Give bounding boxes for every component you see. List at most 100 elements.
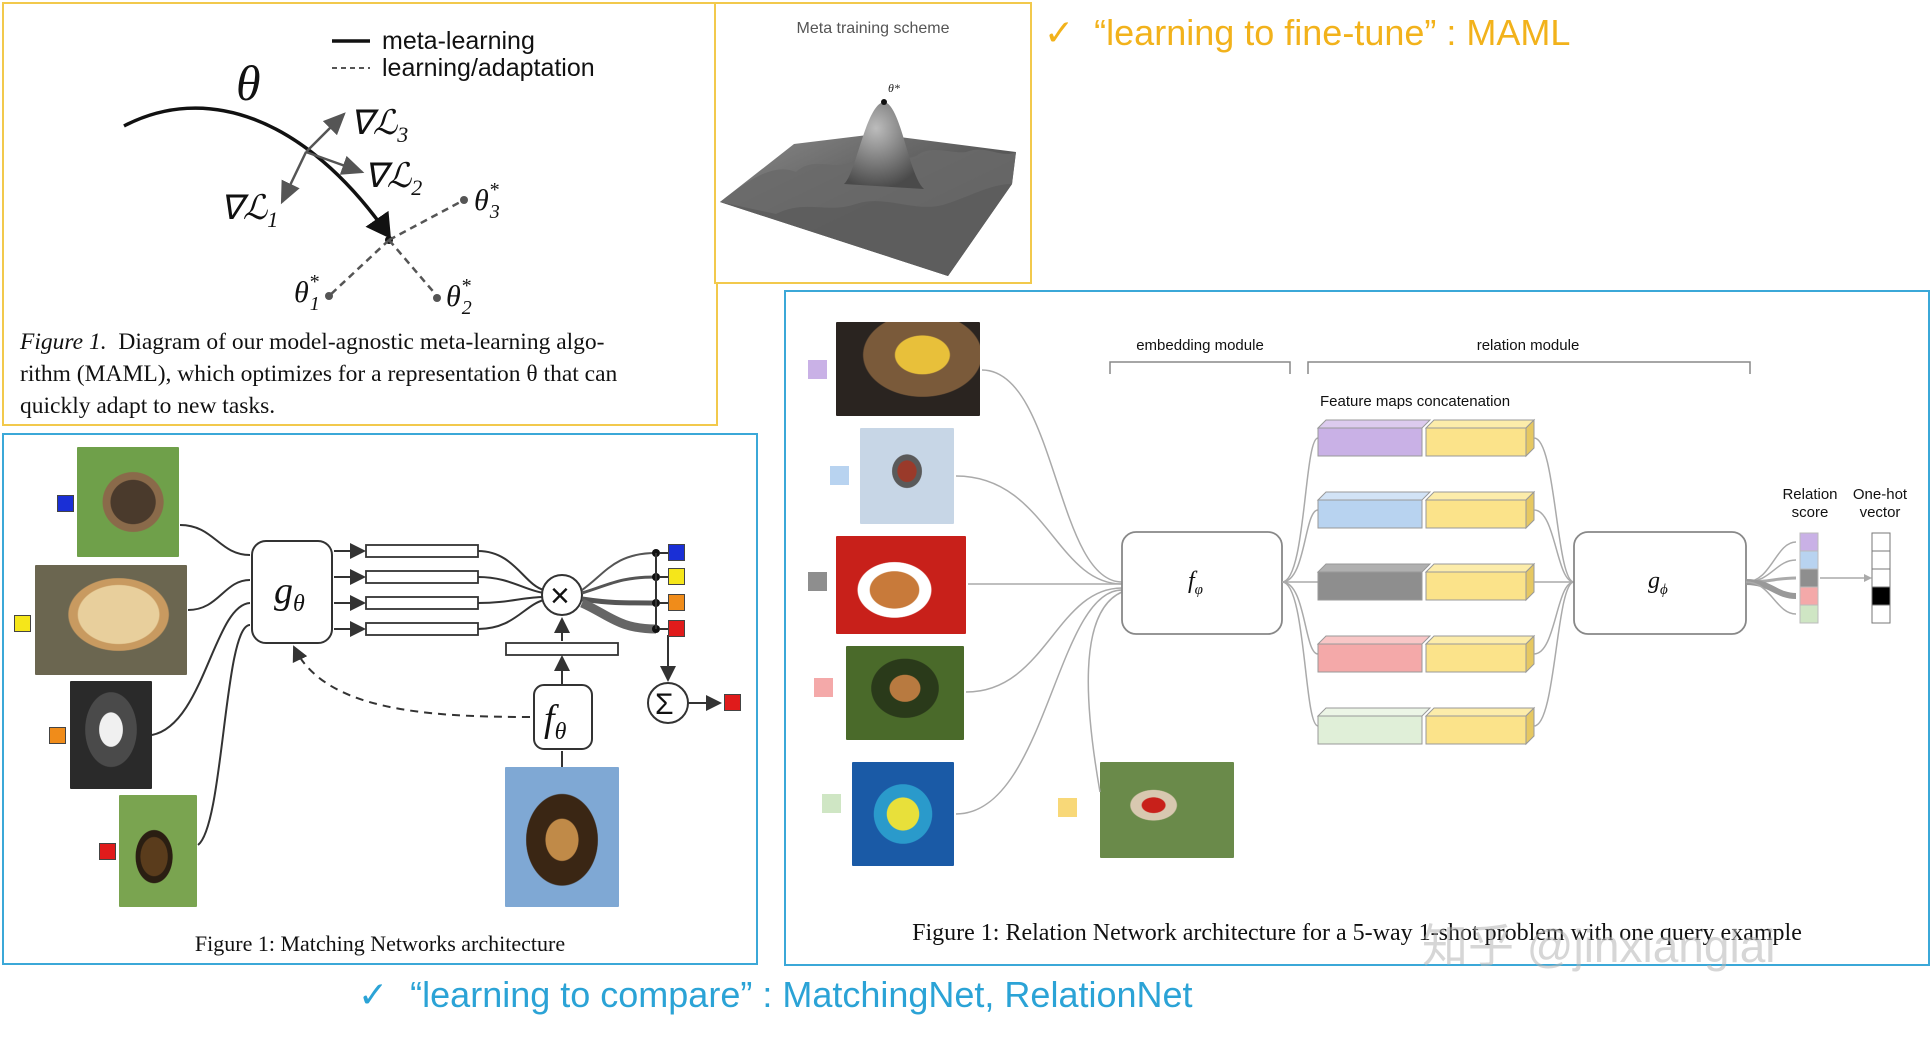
support-embeddings <box>365 544 479 636</box>
meta-learning-path <box>123 106 392 239</box>
query-swatch-yellow <box>1058 798 1077 817</box>
link-photo1-g <box>179 524 251 556</box>
matching-caption: Figure 1: Matching Networks architecture <box>194 931 566 956</box>
bird-photo <box>860 428 954 524</box>
grill-photo <box>836 322 980 416</box>
link-photo3-g <box>151 602 251 736</box>
class-swatch-green <box>822 794 841 813</box>
output-label-orange <box>668 594 685 611</box>
labrador-photo <box>35 565 187 675</box>
support-label-blue <box>57 495 74 512</box>
feature-pair-green <box>1316 706 1536 746</box>
theta-star-1-label: θ*1 <box>294 271 320 315</box>
embedding-module-label: embedding module <box>1136 337 1264 354</box>
maml-check-icon: ✓ <box>1044 12 1075 53</box>
fish-photo <box>852 762 954 866</box>
embedding-to-times <box>477 550 545 630</box>
times-symbol: × <box>550 577 570 615</box>
german-shepherd-photo <box>119 795 197 907</box>
score-to-onehot-arrowhead <box>1864 574 1872 582</box>
watermark: 知乎 @jinxianglai <box>1422 920 1776 972</box>
query-dog-running-photo <box>1100 762 1234 858</box>
support-label-orange <box>49 727 66 744</box>
one-hot-label-2: vector <box>1860 504 1901 521</box>
maml-heading-text: “learning to fine-tune” : MAML <box>1094 12 1571 53</box>
output-label-red <box>668 620 685 637</box>
class-swatch-blue <box>830 466 849 485</box>
grad3-arrow <box>305 112 346 153</box>
maml-panel: meta-learning learning/adaptation θ ∇ℒ1 … <box>2 2 718 426</box>
output-arrows <box>660 552 668 630</box>
maml-caption-line1: Figure 1. Diagram of our model-agnostic … <box>20 326 706 358</box>
maml-heading: ✓ “learning to fine-tune” : MAML <box>1044 12 1570 54</box>
theta-label: θ <box>236 55 261 111</box>
feature-map-pairs <box>1316 418 1536 746</box>
theta-star-1-dot <box>325 292 333 300</box>
g-theta-box <box>251 540 333 644</box>
feature-pair-purple <box>1316 418 1536 458</box>
feature-pair-pink <box>1316 634 1536 674</box>
query-dog-photo <box>505 767 619 907</box>
theta-star-2-label: θ*2 <box>446 275 472 319</box>
relation-caption: Figure 1: Relation Network architecture … <box>912 920 1802 946</box>
relation-module-label: relation module <box>1477 337 1580 354</box>
relation-panel: embedding module relation module Feature… <box>784 290 1930 972</box>
feature-maps-label: Feature maps concatenation <box>1320 393 1510 410</box>
class-swatch-gray <box>808 572 827 591</box>
one-hot-vector <box>1871 532 1891 624</box>
grad1-label: ∇ℒ1 <box>220 190 278 232</box>
class-swatch-purple <box>808 360 827 379</box>
g-phi-label: gϕ <box>1648 568 1668 598</box>
output-label-blue <box>668 544 685 561</box>
grad2-arrow <box>305 150 365 175</box>
grad1-arrow <box>280 151 308 205</box>
surface-ridge <box>720 184 1012 276</box>
loss-surface: θ* <box>720 81 1016 276</box>
relation-score-vector <box>1799 532 1819 624</box>
link-photo2-g <box>187 579 251 611</box>
chihuahua-photo <box>77 447 179 557</box>
feature-pair-blue <box>1316 490 1536 530</box>
adapt-line-3 <box>388 198 465 242</box>
compare-heading-text: “learning to compare” : MatchingNet, Rel… <box>410 974 1193 1015</box>
theta-star-2-dot <box>433 294 441 302</box>
relation-score-label-2: score <box>1792 504 1829 521</box>
compare-heading: ✓ “learning to compare” : MatchingNet, Re… <box>358 974 1193 1016</box>
surface-peak <box>844 102 924 189</box>
adapt-line-2 <box>388 239 438 297</box>
hotdog-photo <box>836 536 966 634</box>
grad2-label: ∇ℒ2 <box>364 158 422 200</box>
maml-caption: Figure 1. Diagram of our model-agnostic … <box>20 326 706 422</box>
g-to-score-links <box>1745 541 1797 615</box>
times-node <box>541 574 583 616</box>
maml-diagram: meta-learning learning/adaptation θ ∇ℒ1 … <box>123 27 595 319</box>
support-label-yellow <box>14 615 31 632</box>
matching-panel: gθ × <box>2 433 758 965</box>
f-to-feature-links <box>1281 437 1319 727</box>
predicted-label-red <box>724 694 741 711</box>
adapt-line-1 <box>328 239 390 297</box>
maml-caption-line2: rithm (MAML), which optimizes for a repr… <box>20 361 618 387</box>
one-hot-label-1: One-hot <box>1853 486 1908 503</box>
husky-photo <box>70 681 152 789</box>
sum-symbol: Σ <box>655 688 674 721</box>
peak-dot <box>881 99 887 105</box>
meta-training-title: Meta training scheme <box>796 20 950 37</box>
class-swatch-pink <box>814 678 833 697</box>
compare-check-icon: ✓ <box>358 974 389 1015</box>
feature-to-g-links <box>1533 437 1575 727</box>
embedding-arrows <box>334 543 366 637</box>
maml-caption-label: Figure 1. <box>20 329 107 355</box>
theta-star-3-label: θ*3 <box>474 179 500 223</box>
peak-label: θ* <box>888 81 900 95</box>
relation-score-label-1: Relation <box>1782 486 1837 503</box>
weight-sharing-dashed <box>292 645 531 718</box>
support-label-red <box>99 843 116 860</box>
relation-diagram: embedding module relation module Feature… <box>955 337 1908 815</box>
attention-outputs <box>580 552 657 634</box>
feature-pair-gray <box>1316 562 1536 602</box>
legend-solid-label: meta-learning <box>382 27 535 55</box>
legend-dashed-label: learning/adaptation <box>382 54 595 82</box>
photo-to-f-links <box>955 369 1123 815</box>
relation-module-bracket <box>1307 361 1751 374</box>
